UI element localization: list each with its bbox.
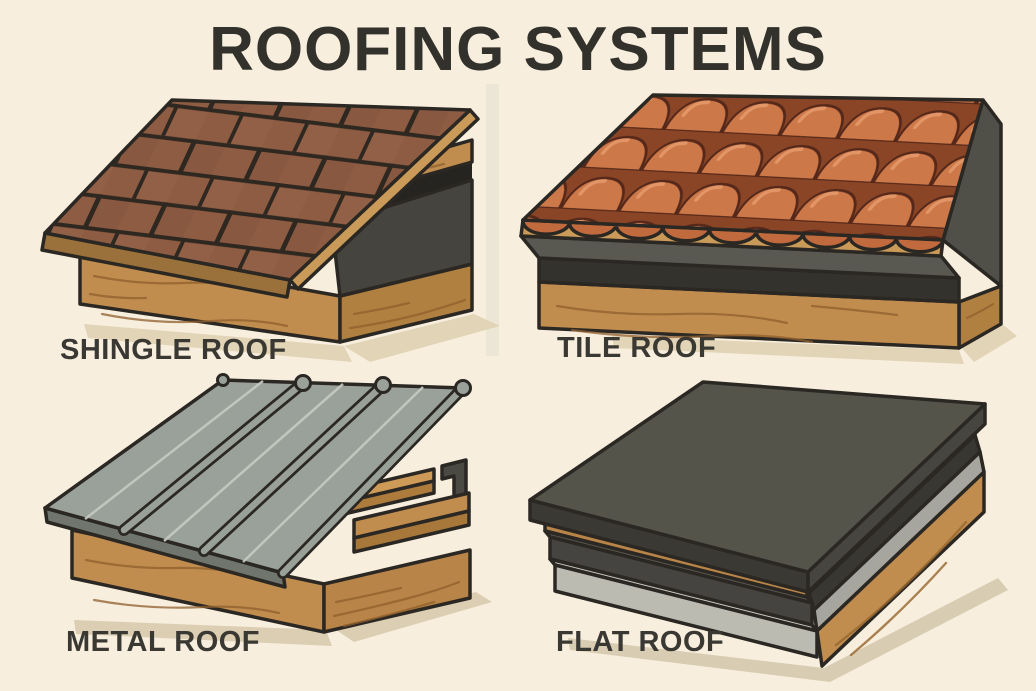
flat-roof-label: FLAT ROOF: [556, 626, 725, 658]
flat-wood-base-side: [815, 470, 986, 668]
shingle-roof-surface: [43, 98, 472, 282]
shingle-roof-illustration: [40, 98, 500, 362]
page-title: ROOFING SYSTEMS: [209, 15, 827, 84]
tile-roof-illustration: [519, 93, 1017, 364]
tile-underlayment: [519, 234, 961, 304]
wood-grain: [332, 580, 461, 628]
shingle-underlayment: [330, 178, 474, 298]
flat-membrane-surface: [528, 380, 987, 574]
metal-bracket: [440, 458, 468, 499]
metal-shadow: [74, 592, 492, 646]
flat-roof-illustration: [528, 380, 1008, 682]
metal-roof-label: METAL ROOF: [66, 626, 261, 658]
wood-grain: [348, 298, 467, 330]
shingle-roof-figure: [14, 84, 506, 372]
tile-eave-scallops: [521, 218, 946, 254]
shingle-roof-label: SHINGLE ROOF: [60, 334, 287, 366]
metal-ridge-caps: [216, 373, 472, 397]
wood-grain: [834, 520, 968, 657]
metal-standing-seams: [118, 377, 469, 579]
flat-light-layer: [553, 563, 819, 659]
tile-roof-surface: [521, 93, 985, 242]
flat-membrane: [528, 380, 987, 594]
shingle-wood-deck: [78, 248, 474, 344]
shingle-shadow: [84, 314, 500, 362]
metal-roof-illustration: [43, 373, 492, 646]
flat-shadow: [568, 578, 1008, 682]
tile-roof-label: TILE ROOF: [557, 332, 717, 364]
tile-roof-figure: [512, 80, 1024, 372]
wood-grain: [555, 304, 899, 344]
metal-panel-highlights: [84, 380, 424, 563]
tile-shadow: [612, 324, 1017, 364]
flat-roof-figure: [506, 370, 1028, 682]
metal-roof-figure: [14, 370, 514, 678]
background-seam: [486, 84, 499, 356]
